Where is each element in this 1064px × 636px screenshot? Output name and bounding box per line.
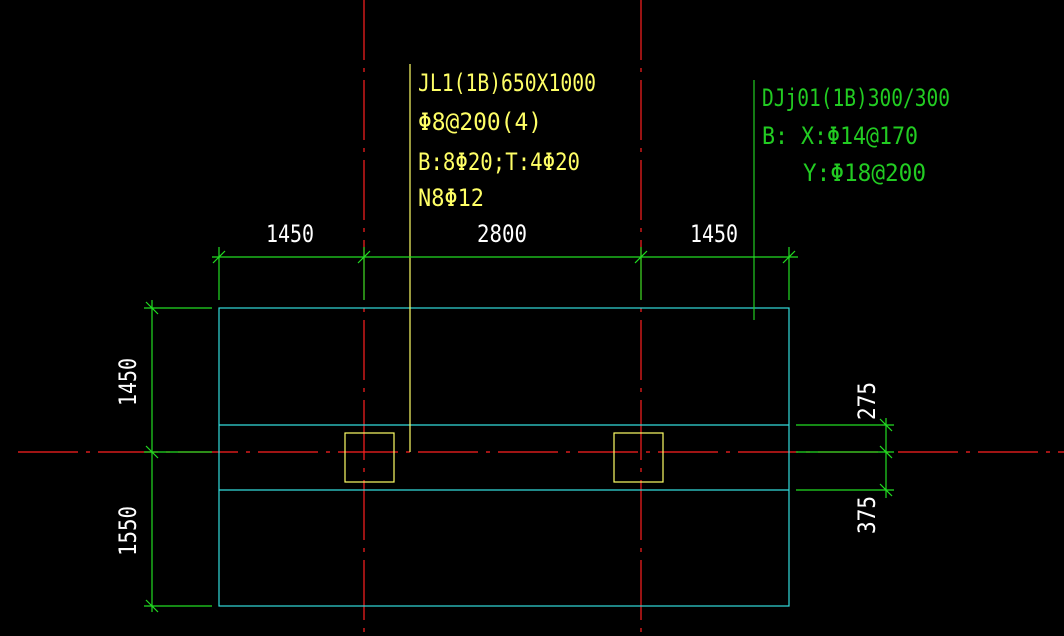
dim-left-tick-2: [145, 445, 159, 459]
dim-left-tick-3: [145, 599, 159, 613]
dim-top-tick-3: [634, 250, 648, 264]
dim-left-text-1: 1450: [114, 358, 142, 406]
dimension-texts: 1450 2800 1450 1450 1550 275 375: [114, 220, 881, 556]
beam-note-line-2: Φ8@200(4): [418, 108, 542, 136]
dim-right-tick-3: [879, 483, 893, 497]
dim-right-tick-1: [879, 418, 893, 432]
dim-top-tick-2: [357, 250, 371, 264]
dim-top-tick-1: [212, 250, 226, 264]
beam-annotation: JL1(1B)650X1000 Φ8@200(4) B:8Φ20;T:4Φ20 …: [418, 69, 596, 212]
footing-note-line-2: B: X:Φ14@170: [762, 122, 918, 150]
footing-note-line-1: DJj01(1B)300/300: [762, 84, 950, 112]
beam-note-line-3: B:8Φ20;T:4Φ20: [418, 148, 580, 176]
beam-note-line-4: N8Φ12: [418, 184, 484, 212]
dimension-lines: [144, 247, 894, 613]
footing-rectangle: [218, 307, 790, 607]
beam-note-line-1: JL1(1B)650X1000: [418, 69, 596, 97]
dim-left-tick-1: [145, 301, 159, 315]
footing-outline: [218, 307, 790, 607]
column-right: [613, 432, 664, 483]
dim-top-text-3: 1450: [690, 220, 738, 248]
footing-annotation: DJj01(1B)300/300 B: X:Φ14@170 Y:Φ18@200: [762, 84, 950, 187]
dim-top-tick-4: [782, 250, 796, 264]
dim-right-text-1: 275: [853, 382, 881, 420]
dim-top-text-2: 2800: [477, 220, 527, 248]
dim-left-text-2: 1550: [114, 506, 142, 556]
footing-note-line-3: Y:Φ18@200: [803, 159, 926, 187]
dim-top-text-1: 1450: [266, 220, 314, 248]
dim-right-tick-2: [879, 445, 893, 459]
dim-right-text-2: 375: [853, 496, 881, 534]
columns: [344, 432, 664, 483]
column-left: [344, 432, 395, 483]
